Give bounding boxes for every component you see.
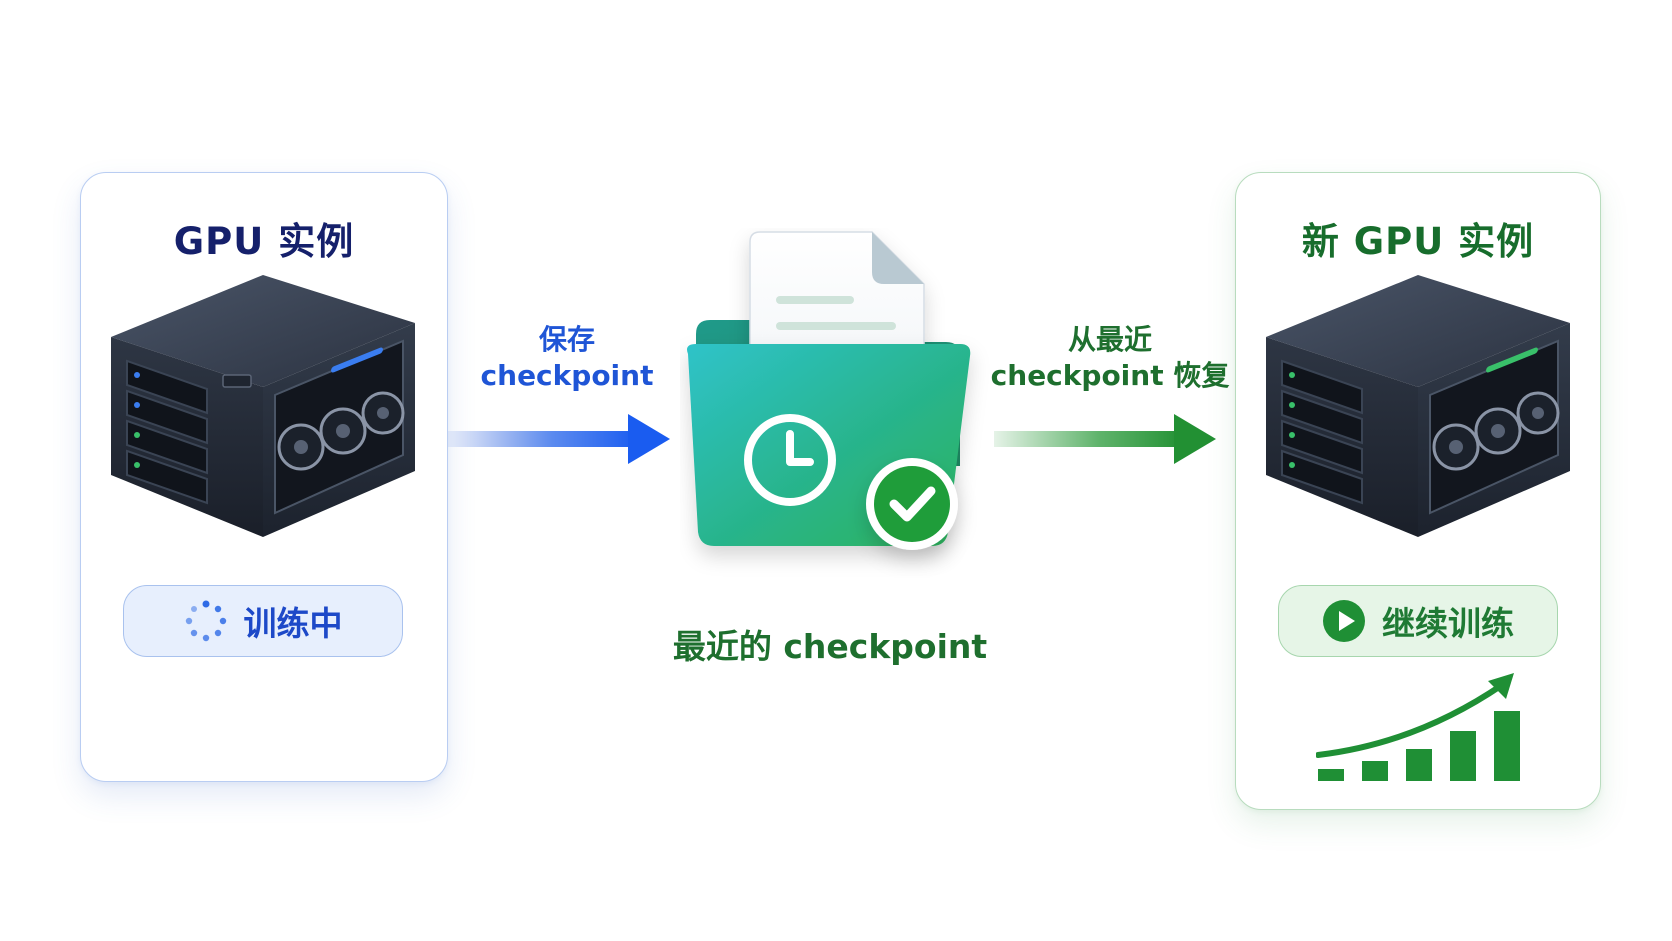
clock-icon [744, 414, 836, 506]
gpu-server-icon [1266, 275, 1570, 537]
gpu-server-icon [111, 275, 415, 537]
save-checkpoint-label: 保存 checkpoint [462, 322, 672, 394]
new-gpu-instance-card: 新 GPU 实例 [1235, 172, 1601, 810]
play-icon [1323, 600, 1365, 642]
restore-label-line1: 从最近 [1067, 323, 1152, 356]
restore-label-line2: checkpoint 恢复 [990, 358, 1230, 392]
checkpoint-folder-icon [687, 231, 971, 550]
loading-spinner-icon [185, 600, 226, 642]
save-label-line1: 保存 [538, 323, 595, 356]
resume-training-label: 继续训练 [1382, 604, 1514, 643]
gpu-instance-title: GPU 实例 [173, 220, 355, 263]
growth-chart-icon [1316, 673, 1520, 781]
gpu-instance-card: GPU 实例 [80, 172, 448, 782]
save-arrow-icon [448, 414, 670, 464]
restore-arrow-icon [994, 414, 1216, 464]
new-gpu-instance-title: 新 GPU 实例 [1301, 220, 1535, 263]
resume-training-pill: 继续训练 [1278, 585, 1558, 657]
training-status-pill: 训练中 [123, 585, 403, 657]
save-label-line2: checkpoint [480, 358, 654, 392]
training-status-label: 训练中 [243, 604, 343, 643]
check-badge-icon [866, 458, 958, 550]
latest-checkpoint-caption: 最近的 checkpoint [672, 627, 988, 666]
restore-checkpoint-label: 从最近 checkpoint 恢复 [970, 322, 1250, 394]
